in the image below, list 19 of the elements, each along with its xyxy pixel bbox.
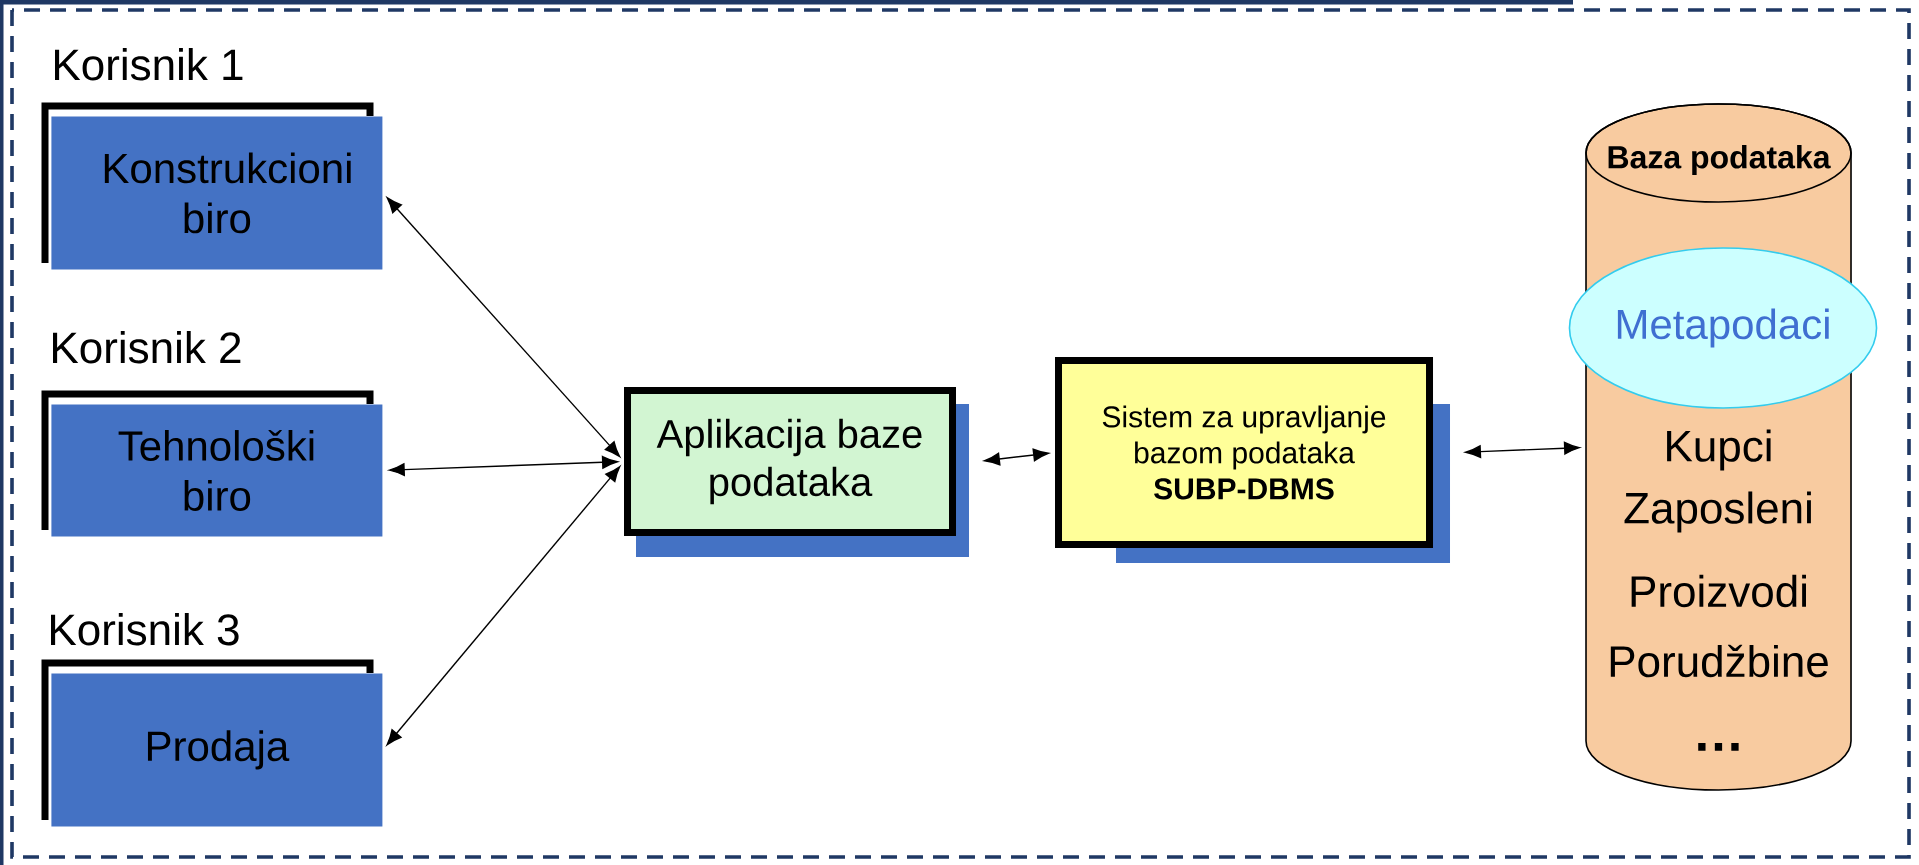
arrow (1465, 441, 1580, 459)
user-box: Konstrukcioni biro (41, 102, 383, 270)
table-name: Porudžbine (1610, 644, 1828, 678)
ellipsis: … (1698, 743, 1739, 751)
database-title: Baza podataka (1608, 145, 1831, 175)
table-name: Proizvodi (1631, 574, 1806, 608)
arrow (386, 197, 621, 458)
process-box: Aplikacija baze podataka (624, 387, 969, 557)
arrow (984, 448, 1049, 466)
table-name: Zaposleni (1624, 491, 1811, 533)
user-label: Korisnik 2 (53, 331, 241, 364)
user-box: Tehnološki biro (41, 390, 383, 537)
arrow (388, 455, 618, 477)
table-name: Kupci (1667, 429, 1771, 471)
arrow (386, 466, 621, 746)
process-box: Sistem za upravljanje bazom podataka SUBP-DBMS (1055, 357, 1450, 563)
user-box: Prodaja (41, 659, 383, 827)
user-label: Korisnik 1 (55, 48, 243, 81)
user-label: Korisnik 3 (51, 613, 239, 646)
